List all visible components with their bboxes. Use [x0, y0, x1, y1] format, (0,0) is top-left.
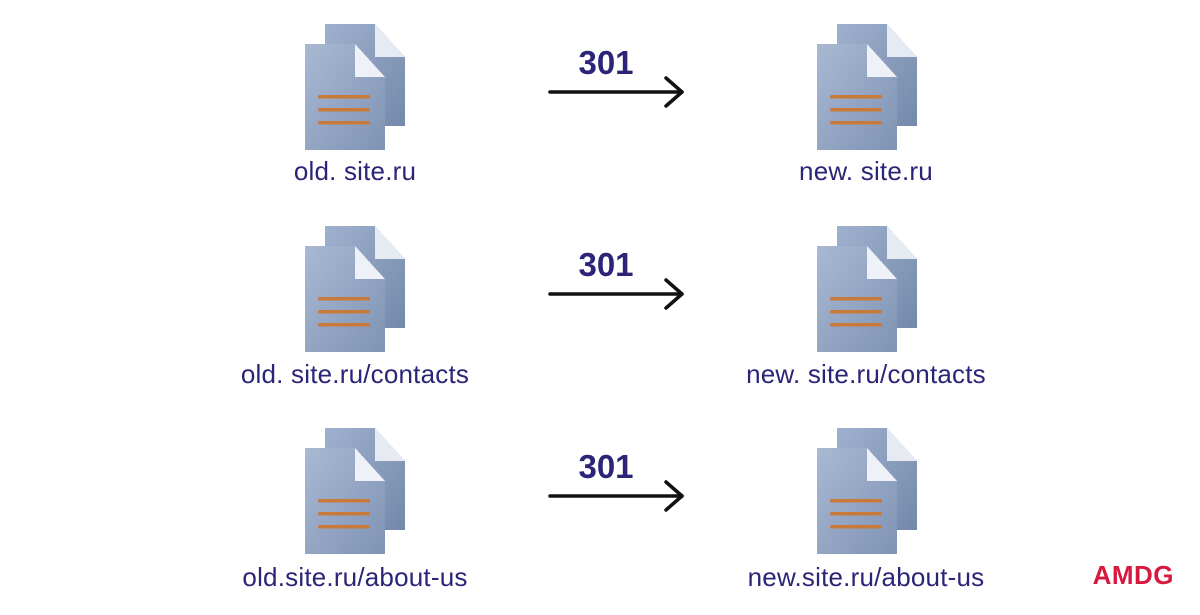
- source-url: old. site.ru: [293, 156, 417, 186]
- right-arrow-icon: [548, 274, 688, 314]
- source-document-icon: [300, 224, 410, 354]
- target-document-icon: [812, 426, 922, 556]
- target-url: new.site.ru/about-us: [747, 562, 985, 592]
- target-document-icon: [812, 224, 922, 354]
- target-url: new. site.ru/contacts: [746, 359, 986, 389]
- redirect-row-2: old. site.ru/contacts 301 new. site.ru/c…: [0, 202, 1200, 402]
- redirect-row-3: old.site.ru/about-us 301 new.site.ru/abo…: [0, 404, 1200, 604]
- redirect-row-1: old. site.ru 301 new. site.ru: [0, 0, 1200, 200]
- source-document-icon: [300, 22, 410, 152]
- right-arrow-icon: [548, 476, 688, 516]
- source-url: old. site.ru/contacts: [240, 359, 470, 389]
- right-arrow-icon: [548, 72, 688, 112]
- redirect-code: 301: [578, 44, 634, 81]
- target-url: new. site.ru: [799, 156, 933, 186]
- target-document-icon: [812, 22, 922, 152]
- redirect-code: 301: [578, 448, 634, 485]
- brand-logo: AMDG: [1092, 560, 1174, 590]
- source-url: old.site.ru/about-us: [242, 562, 468, 592]
- redirect-code: 301: [578, 246, 634, 283]
- source-document-icon: [300, 426, 410, 556]
